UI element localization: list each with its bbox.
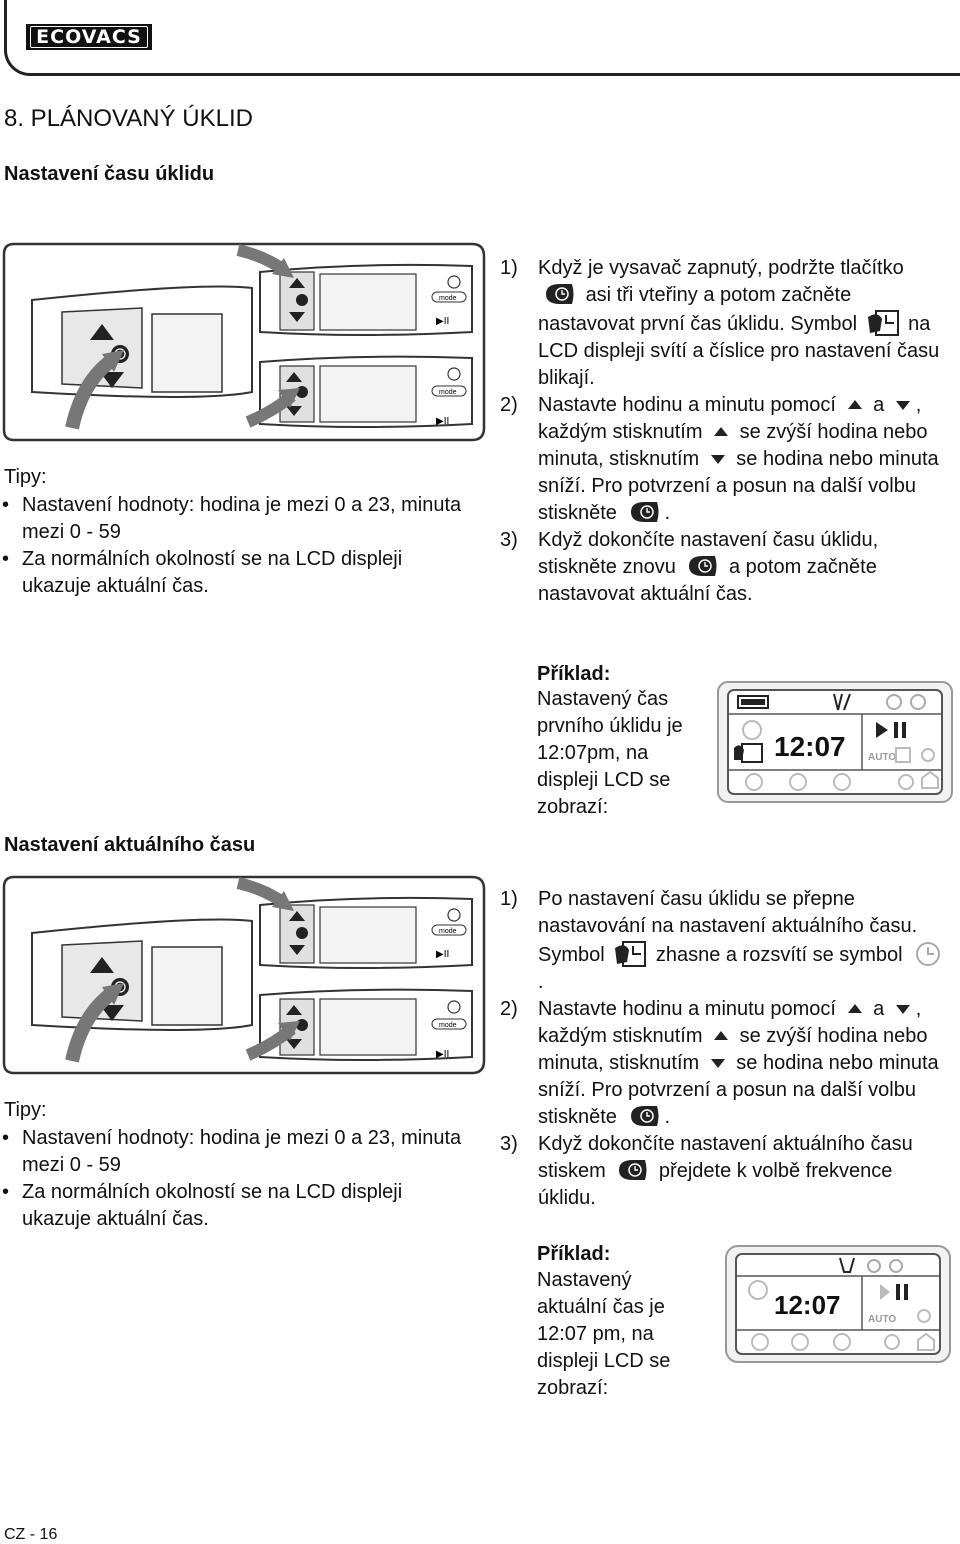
mode-label: mode [439, 295, 457, 302]
lcd-time: 12:07 [774, 1290, 841, 1320]
home-icon [921, 770, 939, 789]
play-pause-label: ▶II [436, 949, 449, 960]
panel-detail-bottom: mode ▶II [259, 355, 473, 428]
brush-icon [833, 693, 851, 711]
mode-label-2: mode [439, 1022, 457, 1029]
header-frame [4, 0, 960, 76]
step-3: 3) Když dokončíte nastavení času úklidu,… [500, 529, 879, 605]
arrow-pointer-icon [65, 987, 117, 1063]
section2-example-label: Příklad: [537, 1243, 611, 1265]
page-number: CZ - 16 [4, 1526, 58, 1543]
home-icon [917, 1332, 935, 1351]
section2-steps: 1) Po nastavení času úklidu se přepne na… [500, 886, 950, 1212]
clock-icon [748, 1280, 768, 1300]
main-panel [31, 285, 253, 398]
schedule-clock-symbol-icon [867, 310, 899, 336]
section1-control-panel-illustration: mode ▶II mode ▶II [2, 242, 486, 442]
brush-icon [839, 1257, 855, 1273]
step-2: 2) Nastavte hodinu a minutu pomocí a , k… [500, 998, 939, 1128]
clock-button-icon [689, 556, 717, 576]
panel-detail-bottom: mode ▶II [259, 988, 473, 1061]
arrow-pointer-icon [65, 354, 117, 430]
tip-item: Nastavení hodnoty: hodina je mezi 0 a 23… [0, 492, 470, 546]
play-pause-label-2: ▶II [436, 416, 449, 427]
step-1: 1) Po nastavení času úklidu se přepne na… [500, 886, 950, 996]
section2-tips-label: Tipy: [4, 1099, 47, 1121]
section1-steps: 1) Když je vysavač zapnutý, podržte tlač… [500, 255, 950, 608]
lcd-auto-label: AUTO [868, 752, 896, 763]
section1-tips-label: Tipy: [4, 466, 47, 488]
down-arrow-icon [710, 1059, 725, 1068]
up-arrow-icon [847, 1004, 862, 1013]
lcd-time: 12:07 [774, 731, 846, 762]
section2-tips-list: Nastavení hodnoty: hodina je mezi 0 a 23… [0, 1125, 470, 1233]
up-arrow-icon [714, 427, 729, 436]
ecovacs-logo: ECOVACS [26, 24, 152, 50]
section1-example-text: Nastavený čas prvního úklidu je 12:07pm,… [537, 688, 683, 818]
lcd-auto-label: AUTO [868, 1314, 896, 1325]
step-1: 1) Když je vysavač zapnutý, podržte tlač… [500, 257, 940, 389]
clock-icon [742, 720, 762, 740]
section1-lcd-display: 12:07 AUTO [717, 681, 953, 803]
clock-button-icon [630, 1106, 658, 1126]
section2-control-panel-illustration: mode ▶II mode ▶II [2, 875, 486, 1075]
tip-item: Za normálních okolností se na LCD disple… [0, 1179, 470, 1233]
section1-tips-list: Nastavení hodnoty: hodina je mezi 0 a 23… [0, 492, 470, 600]
step-3: 3) Když dokončíte nastavení aktuálního č… [500, 1133, 913, 1209]
clock-button-icon [630, 502, 658, 522]
play-pause-label: ▶II [436, 316, 449, 327]
play-icon [876, 722, 888, 738]
clock-button-icon [546, 284, 574, 304]
down-arrow-icon [895, 401, 910, 410]
section2-heading: Nastavení aktuálního času [4, 834, 256, 856]
step-2: 2) Nastavte hodinu a minutu pomocí a , k… [500, 394, 939, 524]
section1-heading: Nastavení času úklidu [4, 163, 215, 185]
section1-example-label: Příklad: [537, 663, 611, 685]
tip-item: Za normálních okolností se na LCD disple… [0, 546, 470, 600]
section2-lcd-display: 12:07 AUTO [725, 1245, 951, 1363]
down-arrow-icon [710, 455, 725, 464]
up-arrow-icon [714, 1031, 729, 1040]
battery-icon [737, 695, 769, 709]
mode-label-2: mode [439, 389, 457, 396]
mode-label: mode [439, 928, 457, 935]
down-arrow-icon [895, 1005, 910, 1014]
clock-button-icon [619, 1160, 647, 1180]
play-pause-label-2: ▶II [436, 1049, 449, 1060]
page-title: 8. PLÁNOVANÝ ÚKLID [4, 105, 253, 132]
main-panel [31, 918, 253, 1031]
tip-item: Nastavení hodnoty: hodina je mezi 0 a 23… [0, 1125, 470, 1179]
up-arrow-icon [847, 400, 862, 409]
schedule-clock-symbol-icon [615, 941, 647, 967]
clock-icon [916, 942, 941, 966]
panel-detail-top: mode ▶II [259, 263, 473, 336]
pause-icon [896, 1284, 900, 1300]
section2-example-text: Nastavený aktuální čas je 12:07 pm, na d… [537, 1269, 671, 1399]
panel-detail-top: mode ▶II [259, 896, 473, 969]
